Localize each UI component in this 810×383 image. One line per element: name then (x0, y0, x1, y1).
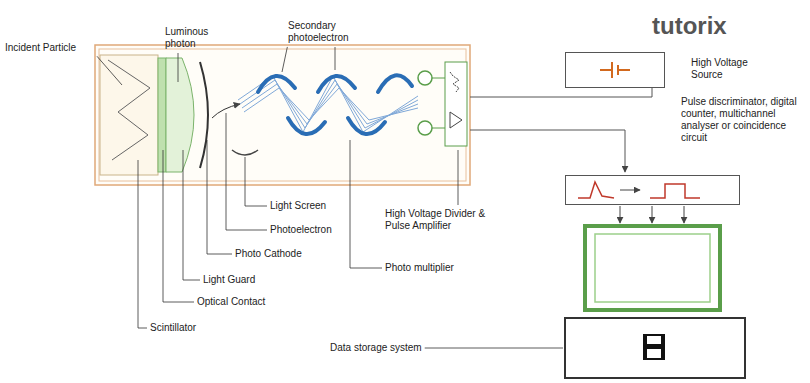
part-label: Scintillator (150, 322, 196, 334)
floppy-shutter (647, 336, 661, 344)
signal-wire (470, 130, 625, 172)
leader-line (183, 150, 200, 280)
part-label: Incident Particle (5, 42, 95, 54)
leader-line (282, 47, 287, 72)
leader-line (226, 113, 267, 230)
raw-pulse (578, 182, 614, 198)
box-heading: High Voltage Source (691, 57, 771, 81)
resistor-symbol (450, 72, 459, 92)
leader-line (207, 140, 232, 254)
part-label: High Voltage Divider & Pulse Amplifier (385, 208, 503, 232)
light-guide (166, 58, 194, 172)
scintillator-crystal (100, 55, 158, 175)
leader-line (425, 348, 563, 349)
part-label: Optical Contact (197, 296, 265, 308)
output-arrow (684, 206, 685, 223)
storage-box (565, 318, 745, 378)
part-label: Photo Cathode (235, 248, 302, 260)
light-screen (232, 150, 258, 155)
divider-box (445, 62, 467, 146)
leader-line (163, 150, 194, 302)
amplifier-symbol (450, 112, 462, 128)
part-label: Data storage system (330, 342, 422, 354)
part-label: Photoelectron (270, 224, 332, 236)
leader-line (138, 160, 147, 328)
wire (432, 128, 445, 129)
detector-housing (95, 45, 470, 185)
dynodes (258, 75, 412, 134)
logo-watermark: tutorix (652, 12, 727, 40)
part-label: Light Screen (270, 200, 326, 212)
hv-wire (470, 88, 652, 97)
shaped-pulse (650, 184, 700, 198)
part-label: Luminous photon (165, 26, 213, 50)
leader-line (458, 150, 459, 205)
leader-line (245, 157, 267, 206)
monitor (585, 226, 720, 310)
box-heading: Pulse discriminator, digital counter, mu… (681, 96, 799, 144)
leader-line (335, 47, 336, 70)
monitor-screen (595, 234, 710, 302)
output-arrow (620, 206, 621, 223)
pulse-arrow (620, 190, 640, 191)
optical-contact (158, 58, 166, 172)
leader-line (97, 56, 122, 85)
part-label: Photo multiplier (385, 262, 454, 274)
part-label: Secondary photoelectron (288, 20, 368, 44)
instrument-box: Pulse discriminator, digital counter, mu… (565, 175, 740, 205)
battery-symbol (600, 62, 630, 78)
terminal (418, 121, 432, 135)
floppy-label (647, 349, 661, 358)
floppy-icon (643, 334, 665, 360)
instrument-box: High Voltage Source (565, 52, 665, 88)
output-arrow (652, 206, 653, 223)
electron-cascade (238, 76, 418, 132)
part-label: Light Guard (203, 274, 255, 286)
leader-line (350, 140, 382, 268)
terminal (418, 71, 432, 85)
wire (432, 78, 445, 79)
leader-line (178, 53, 179, 82)
particle-track (108, 60, 150, 160)
